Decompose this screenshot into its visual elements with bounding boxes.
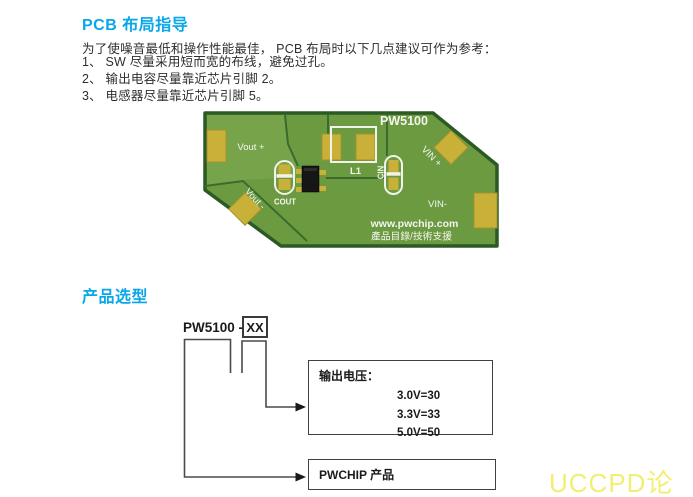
arrow-to-voltage-box-icon bbox=[295, 402, 306, 412]
pad-vin-plus bbox=[433, 129, 469, 166]
cout-capacitor bbox=[274, 160, 295, 195]
voltage-box-title: 输出电压： bbox=[319, 369, 380, 383]
layout-tip-3: 3、 电感器尽量靠近芯片引脚 5。 bbox=[82, 89, 269, 103]
pcb-tagline-label: 產品目錄/技術支援 bbox=[371, 230, 452, 243]
part-code-text: XX bbox=[246, 319, 264, 335]
vin-minus-label: VIN- bbox=[428, 199, 447, 210]
ic-chip bbox=[296, 165, 326, 193]
pcb-part-number-label: PW5100 bbox=[380, 114, 428, 128]
part-number-prefix: PW5100 - bbox=[183, 320, 244, 335]
pcb-pads bbox=[206, 129, 498, 229]
forum-watermark: UCCPD论坛 bbox=[549, 468, 674, 497]
pcb-layout-image: PW5100 Vout + Vout - VIN + VIN- COUT L1 … bbox=[203, 111, 499, 248]
pad-vin-minus bbox=[473, 192, 498, 229]
layout-tip-2: 2、 输出电容尽量靠近芯片引脚 2。 bbox=[82, 72, 282, 86]
cout-label: COUT bbox=[274, 198, 296, 207]
section-title-product-selection: 产品选型 bbox=[82, 289, 149, 306]
voltage-option-3: 5.0V=50 bbox=[397, 427, 441, 439]
connector-code-line bbox=[241, 340, 296, 408]
arrow-to-company-box-icon bbox=[295, 472, 306, 482]
pcb-website-label: www.pwchip.com bbox=[370, 218, 459, 230]
section-title-pcb-layout: PCB 布局指导 bbox=[82, 17, 189, 34]
pcb-traces bbox=[204, 114, 388, 242]
layout-intro-text: 为了使噪音最低和操作性能最佳， PCB 布局时以下几点建议可作为参考： bbox=[82, 42, 497, 56]
voltage-options-list: 3.0V=30 3.3V=33 5.0V=50 bbox=[397, 387, 492, 443]
pad-inductor-right bbox=[355, 133, 376, 161]
voltage-options-box: 输出电压： 3.0V=30 3.3V=33 5.0V=50 bbox=[308, 360, 493, 439]
pad-vout-minus bbox=[228, 192, 262, 226]
layout-tip-1: 1、 SW 尽量采用短而宽的布线，避免过孔。 bbox=[82, 55, 333, 69]
cin-label: CIN bbox=[377, 165, 386, 179]
company-box-label: PWCHIP 产品 bbox=[319, 468, 395, 482]
voltage-option-2: 3.3V=33 bbox=[397, 408, 441, 421]
vout-plus-label: Vout + bbox=[237, 142, 265, 153]
voltage-option-1: 3.0V=30 bbox=[397, 390, 441, 402]
connector-prefix-line bbox=[183, 338, 296, 478]
company-box: PWCHIP 产品 bbox=[308, 459, 496, 490]
part-code-box: XX bbox=[242, 316, 268, 338]
pcb-copper-pour-vout bbox=[207, 115, 296, 185]
pad-vout-plus bbox=[206, 129, 227, 163]
layout-tips-list: 1、 SW 尽量采用短而宽的布线，避免过孔。 2、 输出电容尽量靠近芯片引脚 2… bbox=[82, 54, 333, 105]
cin-capacitor bbox=[384, 155, 403, 195]
inductor-outline bbox=[330, 126, 377, 163]
inductor-label: L1 bbox=[350, 166, 362, 177]
